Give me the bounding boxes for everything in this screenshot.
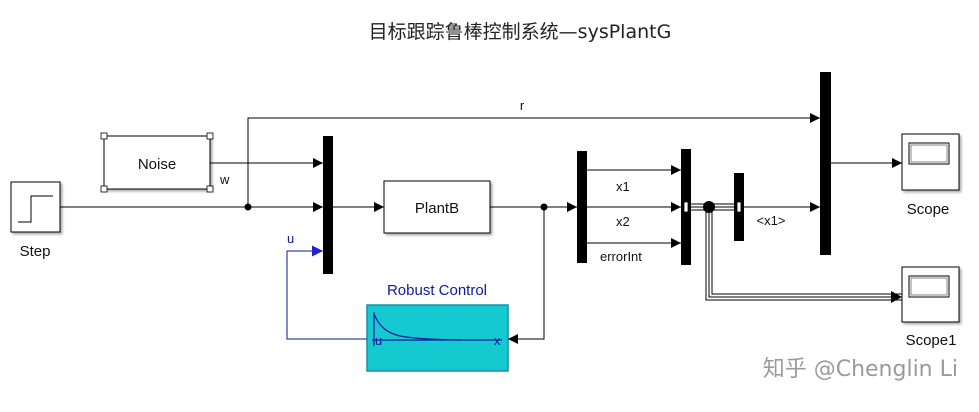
resize-handle[interactable] [100, 185, 108, 193]
reference-signal-line[interactable] [247, 113, 820, 207]
noise-label: Noise [138, 156, 176, 173]
scope-label: Scope [907, 201, 950, 218]
mux-block-1[interactable] [323, 136, 333, 274]
scope1-input-arrow [891, 291, 902, 303]
step-block[interactable] [10, 181, 61, 233]
scope1-block[interactable] [901, 266, 960, 323]
signal-label-r: r [520, 98, 525, 113]
bus-port [683, 201, 689, 213]
bus-to-scope1-line[interactable] [705, 207, 902, 301]
scope1-label: Scope1 [906, 332, 957, 349]
watermark: 知乎 @Chenglin Li [763, 357, 958, 382]
signal-label-x2: x2 [616, 214, 630, 229]
bus-port [736, 201, 742, 213]
mux-block-2[interactable] [820, 72, 831, 255]
demux-block[interactable] [577, 151, 587, 263]
robust-port-x: x [494, 333, 501, 348]
robust-control-block[interactable] [366, 304, 509, 372]
state-feedback-line[interactable] [508, 207, 545, 344]
robust-port-u: u [375, 333, 382, 348]
robust-control-label: Robust Control [387, 282, 487, 299]
control-signal-line[interactable] [286, 245, 367, 340]
bus-to-scope1-line[interactable] [708, 207, 902, 298]
signal-label-x1-selected: <x1> [757, 213, 786, 228]
signal-label-w: w [219, 172, 230, 187]
signal-label-errorint: errorInt [600, 249, 642, 264]
diagram-title: 目标跟踪鲁棒控制系统—sysPlantG [369, 21, 672, 43]
signal-label-x1: x1 [616, 179, 630, 194]
resize-handle[interactable] [100, 132, 108, 140]
resize-handle[interactable] [206, 185, 214, 193]
plantb-block[interactable] [383, 180, 491, 234]
resize-handle[interactable] [206, 132, 214, 140]
bus-to-scope1-line[interactable] [711, 207, 902, 295]
scope-block[interactable] [901, 133, 960, 191]
plantb-label: PlantB [415, 200, 459, 217]
impulse-response-icon [373, 313, 463, 341]
step-label: Step [20, 243, 51, 260]
signal-label-u: u [287, 231, 294, 246]
noise-block[interactable] [100, 132, 214, 193]
